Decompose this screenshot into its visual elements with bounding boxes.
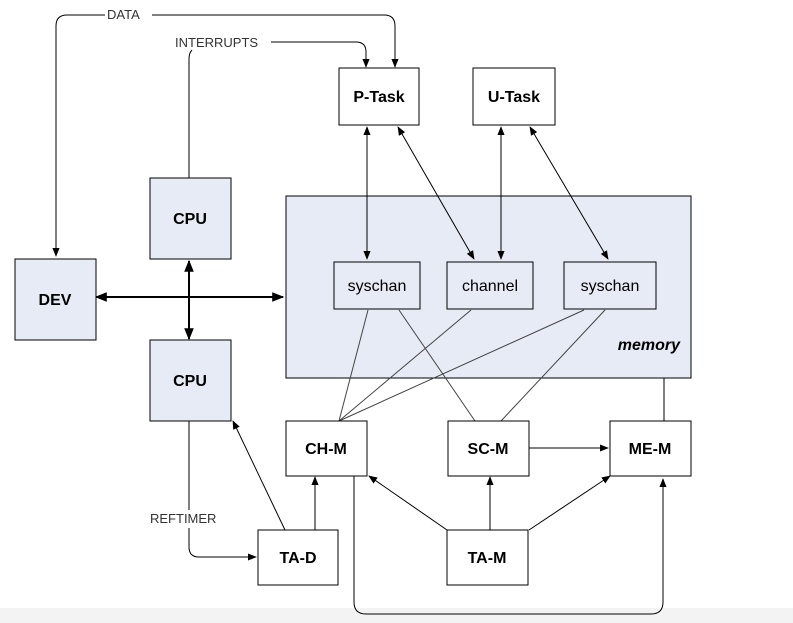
reftimer-edge-label: REFTIMER (150, 511, 216, 526)
footer-band (0, 608, 793, 623)
utask-syschan-link (529, 126, 609, 260)
syschan-right-box (563, 261, 657, 310)
chm-mem-loop (353, 476, 667, 615)
ta-m-box (446, 529, 529, 586)
syschan-left-box (333, 261, 421, 310)
dev-box (14, 258, 97, 341)
channel-label: channel (462, 278, 518, 295)
ta-d-label: TA-D (279, 550, 316, 567)
syschan-right-chm-link (338, 309, 585, 422)
channel-box (446, 261, 534, 310)
sc-m-box (447, 420, 530, 477)
syschan-right-label: syschan (581, 278, 640, 295)
tam-mem-link (528, 475, 611, 531)
cpu-bottom-label: CPU (173, 373, 207, 390)
interrupts-line (188, 49, 193, 178)
cpu-top-label: CPU (173, 211, 207, 228)
syschan-left-chm-link (338, 309, 369, 422)
me-m-label: ME-M (629, 441, 672, 458)
data-edge-label: DATA (107, 7, 140, 22)
tam-chm-link (368, 475, 448, 531)
ta-m-label: TA-M (468, 550, 507, 567)
u-task-label: U-Task (488, 89, 540, 106)
channel-chm-link (338, 309, 472, 422)
syschan-left-scm-link (398, 309, 476, 422)
ch-m-box (285, 420, 368, 477)
p-task-box (338, 67, 420, 126)
syschan-left-label: syschan (348, 278, 407, 295)
interrupts-edge-label: INTERRUPTS (175, 35, 258, 50)
data-line-right (152, 14, 399, 68)
cpu-bottom-box (149, 339, 232, 422)
data-line (52, 14, 105, 257)
memory-label: memory (618, 337, 681, 354)
reftimer-line-bottom (188, 528, 257, 561)
syschan-right-scm-link (500, 309, 606, 422)
me-m-box (609, 420, 692, 477)
p-task-label: P-Task (353, 89, 404, 106)
ta-d-box (257, 529, 339, 586)
dev-label: DEV (39, 292, 72, 309)
u-task-box (472, 67, 556, 126)
ptask-channel-link (397, 126, 475, 260)
sc-m-label: SC-M (468, 441, 509, 458)
cpu-top-box (149, 177, 232, 260)
ch-m-label: CH-M (305, 441, 347, 458)
interrupts-line-right (271, 41, 370, 68)
tad-cpu-link (232, 420, 286, 531)
